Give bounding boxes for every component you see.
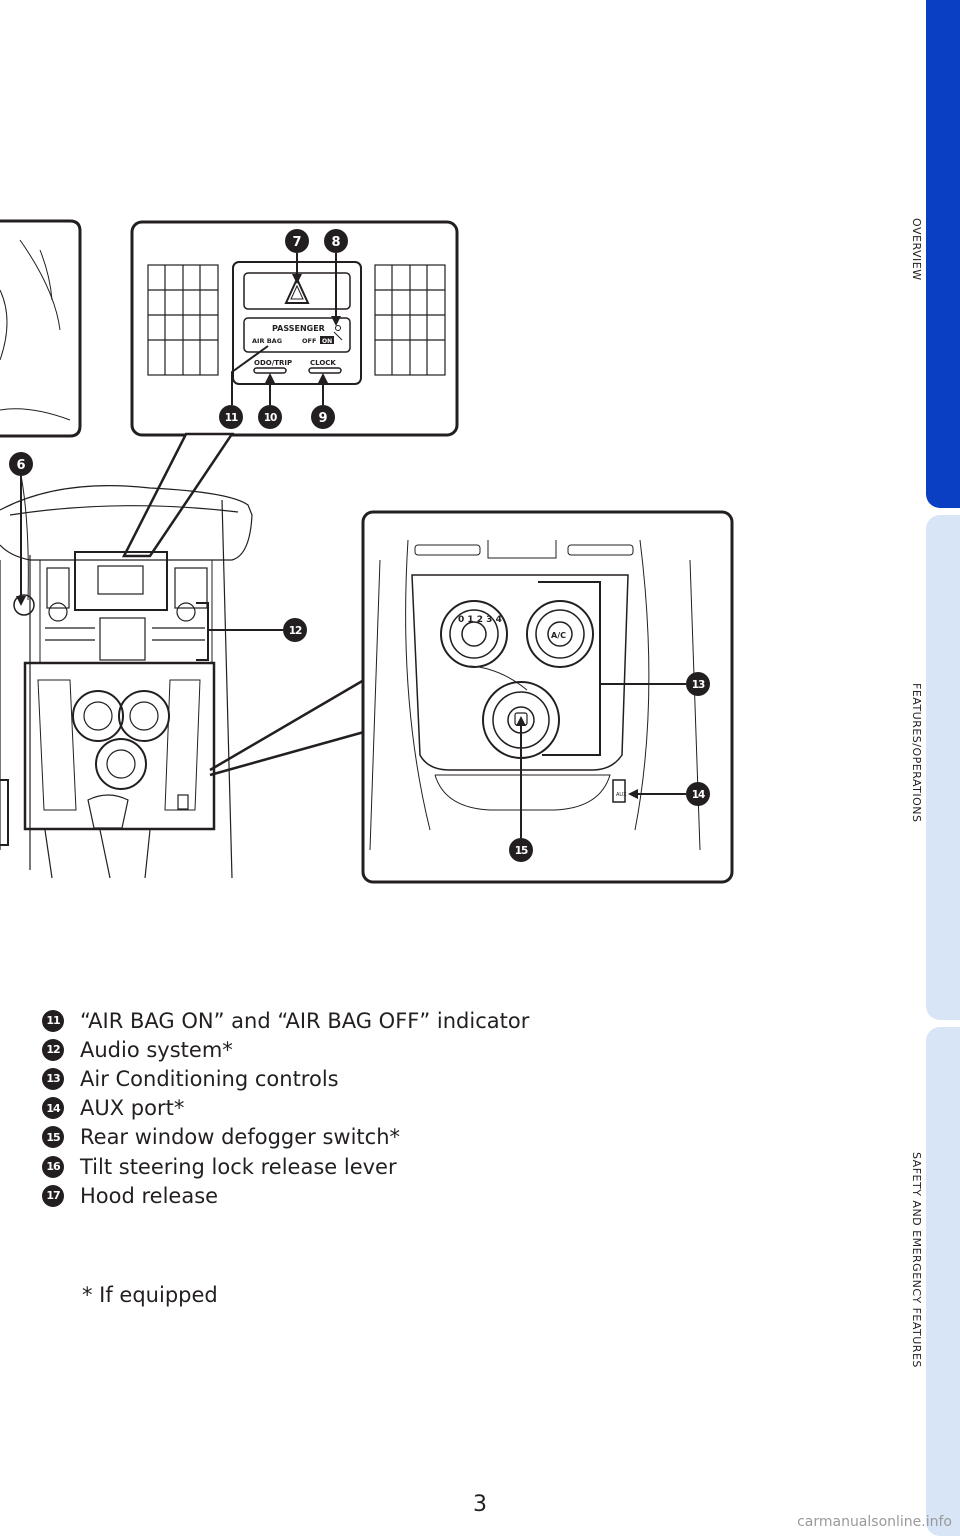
page-number: 3 [473, 1492, 487, 1517]
legend-item: 12 Audio system* [42, 1035, 529, 1064]
callout-9: 9 [311, 405, 335, 429]
panel-on-label: ON [322, 338, 332, 345]
climate-ac-label: A/C [551, 631, 566, 640]
dashboard-illustration: PASSENGER AIR BAG OFF ON ODO/TRIP CLOCK [0, 219, 734, 884]
tab-label-features: FEATURES/OPERATIONS [910, 683, 923, 823]
svg-text:0 1 2 3 4: 0 1 2 3 4 [458, 615, 502, 625]
tab-features-operations[interactable] [926, 515, 960, 1020]
legend-item: 15 Rear window defogger switch* [42, 1123, 529, 1152]
legend-number-badge: 12 [42, 1038, 64, 1061]
callout-badges: 7 8 9 10 11 6 12 13 14 15 [9, 229, 710, 862]
callout-14: 14 [686, 782, 710, 806]
climate-inset: A/C 0 1 2 3 4 AUX [361, 510, 734, 884]
panel-off-label: OFF [302, 337, 316, 345]
legend-text: “AIR BAG ON” and “AIR BAG OFF” indicator [80, 1008, 530, 1033]
legend-number-badge: 15 [42, 1126, 64, 1149]
legend-list: 11 “AIR BAG ON” and “AIR BAG OFF” indica… [42, 1006, 529, 1210]
panel-clock-label: CLOCK [310, 359, 336, 367]
legend-number-badge: 11 [42, 1009, 64, 1032]
tab-overview[interactable] [926, 0, 960, 508]
svg-text:9: 9 [318, 411, 327, 426]
svg-text:8: 8 [331, 235, 340, 250]
legend-item: 14 AUX port* [42, 1094, 529, 1123]
svg-text:10: 10 [264, 412, 277, 424]
legend-text: Tilt steering lock release lever [80, 1154, 397, 1179]
legend-number-badge: 13 [42, 1067, 64, 1090]
legend-item: 17 Hood release [42, 1181, 529, 1210]
callout-11: 11 [219, 405, 243, 429]
svg-text:14: 14 [692, 789, 705, 801]
callout-7: 7 [285, 229, 309, 253]
tab-safety-emergency[interactable] [926, 1027, 960, 1536]
callout-13: 13 [686, 672, 710, 696]
legend-text: Air Conditioning controls [80, 1066, 339, 1091]
steering-inset [0, 219, 82, 438]
hazard-panel-inset: PASSENGER AIR BAG OFF ON ODO/TRIP CLOCK [130, 220, 459, 437]
footnote: * If equipped [82, 1283, 218, 1307]
legend-item: 11 “AIR BAG ON” and “AIR BAG OFF” indica… [42, 1006, 529, 1035]
legend-item: 13 Air Conditioning controls [42, 1064, 529, 1093]
callout-15: 15 [509, 838, 533, 862]
legend-text: Hood release [80, 1183, 219, 1208]
svg-text:11: 11 [225, 412, 238, 424]
svg-text:12: 12 [289, 625, 302, 637]
legend-text: AUX port* [80, 1096, 185, 1121]
dashboard-main [0, 469, 283, 879]
callout-10: 10 [258, 405, 282, 429]
callout-12: 12 [283, 618, 307, 642]
panel-odo-trip-label: ODO/TRIP [254, 359, 292, 367]
callout-6: 6 [9, 452, 33, 476]
svg-text:13: 13 [692, 679, 705, 691]
panel-airbag-label: AIR BAG [252, 337, 282, 345]
tab-label-overview: OVERVIEW [910, 218, 923, 281]
legend-item: 16 Tilt steering lock release lever [42, 1152, 529, 1181]
panel-passenger-label: PASSENGER [272, 324, 325, 333]
legend-text: Audio system* [80, 1037, 233, 1062]
tab-label-safety: SAFETY AND EMERGENCY FEATURES [910, 1152, 923, 1368]
watermark[interactable]: carmanualsonline.info [797, 1514, 952, 1530]
legend-number-badge: 17 [42, 1184, 64, 1207]
legend-text: Rear window defogger switch* [80, 1125, 401, 1150]
legend-number-badge: 14 [42, 1097, 64, 1120]
callout-8: 8 [324, 229, 348, 253]
svg-text:6: 6 [16, 458, 25, 473]
aux-port-label: AUX [616, 792, 627, 798]
svg-text:15: 15 [515, 845, 528, 857]
legend-number-badge: 16 [42, 1155, 64, 1178]
svg-text:7: 7 [292, 235, 301, 250]
